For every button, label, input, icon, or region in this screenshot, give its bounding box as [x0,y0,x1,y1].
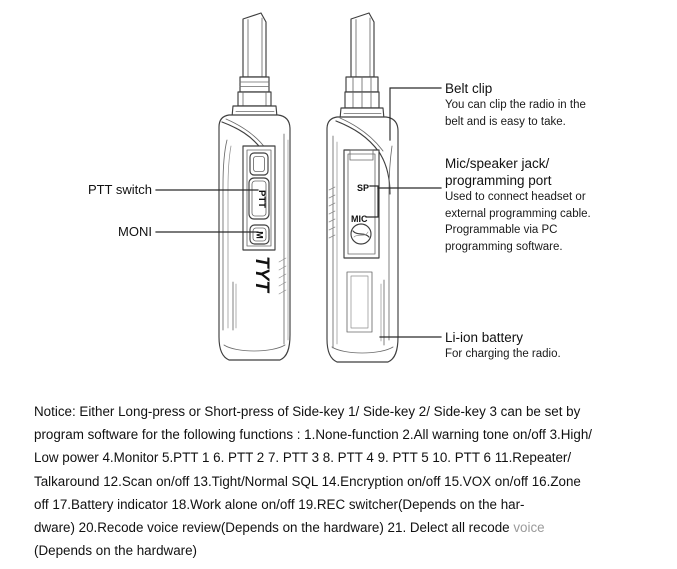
mic-jack-body-line-3: Programmable via PC [445,224,558,236]
mic-jack-title-line-1: Mic/speaker jack/ [445,156,550,171]
right-antenna [339,12,385,120]
mic-jack-body: Used to connect headset or external prog… [445,189,591,255]
mic-jack-label: MIC [351,214,368,224]
notice-line-6: dware) 20.Recode voice review(Depends on… [34,516,647,539]
notice-line-1: Notice: Either Long-press or Short-press… [34,404,581,419]
ptt-key: PTT [248,177,270,220]
sp-jack-label: SP [357,183,369,193]
belt-clip-leader [389,87,442,141]
notice-line-6-text: dware) 20.Recode voice review(Depends on… [34,520,514,536]
belt-clip-body-line-1: You can clip the radio in the [445,99,586,111]
moni-label: MONI [118,224,152,239]
notice-line-4: Talkaround 12.Scan on/off 13.Tight/Norma… [34,473,581,489]
notice-faded-tail: voice [513,520,545,536]
notice-line-7: (Depends on the hardware) [34,543,198,559]
left-antenna [231,12,278,118]
battery-title: Li-ion battery [445,330,524,345]
callout-li-ion-battery: Li-ion battery For charging the radio. [445,329,561,363]
tyt-logo: TYT [251,256,272,293]
left-radio: PTT M TYT [218,12,291,361]
side-key-top [249,152,269,176]
left-key-panel: PTT M [242,145,276,251]
mic-jack-body-line-1: Used to connect headset or [445,191,586,203]
accessory-jack-cover: SP MIC [343,149,380,259]
battery-body-line-1: For charging the radio. [445,348,561,360]
belt-clip-body-line-2: belt and is easy to take. [445,115,566,128]
monitor-key-label: M [255,231,265,239]
right-radio-grip-texture [328,186,336,239]
callout-belt-clip: Belt clip You can clip the radio in the … [445,80,586,130]
monitor-key: M [249,224,270,245]
left-radio-grip-texture [278,257,287,295]
right-radio: SP MIC [326,12,399,363]
radio-diagram: .ln { fill:none; stroke:#3f3f3f; stroke-… [155,12,442,363]
svg-text:TYT: TYT [251,256,272,293]
cover-screw [350,223,372,245]
ptt-switch-label: PTT switch [87,182,152,197]
notice-line-5: off 17.Battery indicator 18.Work alone o… [34,496,525,512]
mic-jack-body-line-2: external programming cable. [445,207,591,220]
mic-jack-leader-branch-sp [369,185,379,189]
notice-line-2: program software for the following funct… [34,427,593,443]
battery-back-plate [346,271,373,333]
belt-clip-body: You can clip the radio in the belt and i… [445,97,586,130]
mic-jack-body-line-4: programming software. [445,240,563,253]
mic-jack-title-line-2: programming port [445,173,552,188]
notice-paragraph: Notice: Either Long-press or Short-press… [34,400,647,562]
notice-line-3: Low power 4.Monitor 5.PTT 1 6. PTT 2 7. … [34,450,572,466]
mic-jack-leader-branch-mic [365,187,379,218]
ptt-key-label: PTT [256,190,267,208]
battery-body: For charging the radio. [445,346,561,363]
belt-clip-title: Belt clip [445,81,493,96]
callout-mic-speaker-jack: Mic/speaker jack/ programming port Used … [445,155,591,255]
